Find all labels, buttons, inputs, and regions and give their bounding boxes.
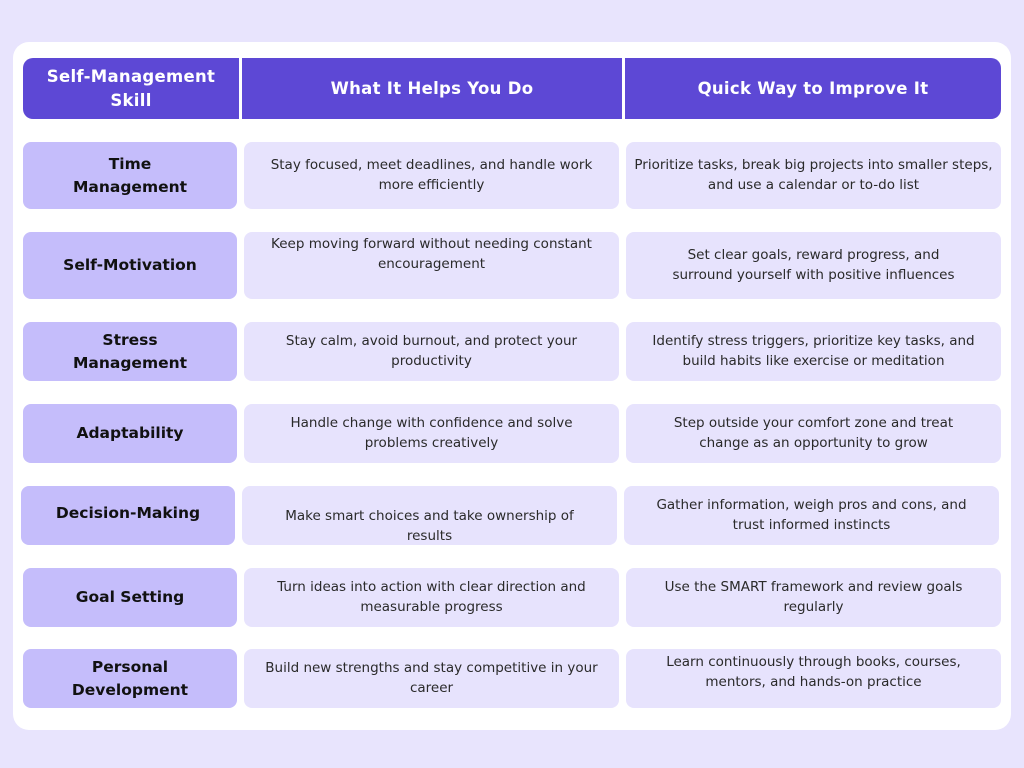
helps-text: Handle change with confidence and solve … (290, 414, 573, 451)
header-skill-label: Self-Management Skill (46, 67, 216, 110)
table-row-skill: Personal Development (23, 649, 237, 708)
table-row-helps: Keep moving forward without needing cons… (244, 232, 619, 299)
skill-label: Self-Motivation (63, 256, 197, 275)
table-row-helps: Turn ideas into action with clear direct… (244, 568, 619, 627)
table-row-skill: Adaptability (23, 404, 237, 463)
helps-text: Make smart choices and take ownership of… (285, 507, 574, 544)
skill-label: Goal Setting (75, 588, 185, 607)
table-row-improve: Learn continuously through books, course… (626, 649, 1001, 708)
table-row-helps: Make smart choices and take ownership of… (242, 486, 617, 545)
improve-text: Step outside your comfort zone and treat… (673, 414, 954, 451)
improve-text: Use the SMART framework and review goals… (664, 578, 963, 615)
table-row-improve: Set clear goals, reward progress, and su… (626, 232, 1001, 299)
table-row-skill: Goal Setting (23, 568, 237, 627)
table-row-helps: Stay focused, meet deadlines, and handle… (244, 142, 619, 209)
table-row-improve: Prioritize tasks, break big projects int… (626, 142, 1001, 209)
skill-label: Personal Development (71, 658, 189, 699)
table-row-improve: Identify stress triggers, prioritize key… (626, 322, 1001, 381)
table-row-improve: Use the SMART framework and review goals… (626, 568, 1001, 627)
header-improve: Quick Way to Improve It (625, 58, 1001, 119)
table-row-helps: Stay calm, avoid burnout, and protect yo… (244, 322, 619, 381)
header-skill: Self-Management Skill (23, 58, 239, 119)
header-improve-label: Quick Way to Improve It (697, 78, 929, 98)
table-row-skill: Self-Motivation (23, 232, 237, 299)
table-row-skill: Decision-Making (21, 486, 235, 545)
header-helps: What It Helps You Do (242, 58, 622, 119)
table-row-helps: Build new strengths and stay competitive… (244, 649, 619, 708)
table-row-improve: Gather information, weigh pros and cons,… (624, 486, 999, 545)
helps-text: Keep moving forward without needing cons… (271, 235, 592, 272)
skill-label: Adaptability (76, 424, 184, 443)
helps-text: Stay calm, avoid burnout, and protect yo… (285, 332, 578, 369)
table-row-skill: Stress Management (23, 322, 237, 381)
header-helps-label: What It Helps You Do (330, 78, 534, 98)
helps-text: Build new strengths and stay competitive… (265, 659, 598, 696)
helps-text: Turn ideas into action with clear direct… (277, 578, 586, 615)
skill-label: Time Management (72, 155, 188, 196)
improve-text: Identify stress triggers, prioritize key… (652, 332, 975, 369)
improve-text: Set clear goals, reward progress, and su… (672, 246, 955, 283)
improve-text: Gather information, weigh pros and cons,… (656, 496, 967, 533)
table-row-helps: Handle change with confidence and solve … (244, 404, 619, 463)
skill-label: Decision-Making (55, 504, 201, 523)
improve-text: Prioritize tasks, break big projects int… (634, 156, 993, 193)
table-row-improve: Step outside your comfort zone and treat… (626, 404, 1001, 463)
improve-text: Learn continuously through books, course… (666, 653, 961, 690)
helps-text: Stay focused, meet deadlines, and handle… (270, 156, 593, 193)
skill-label: Stress Management (72, 331, 188, 372)
table-row-skill: Time Management (23, 142, 237, 209)
